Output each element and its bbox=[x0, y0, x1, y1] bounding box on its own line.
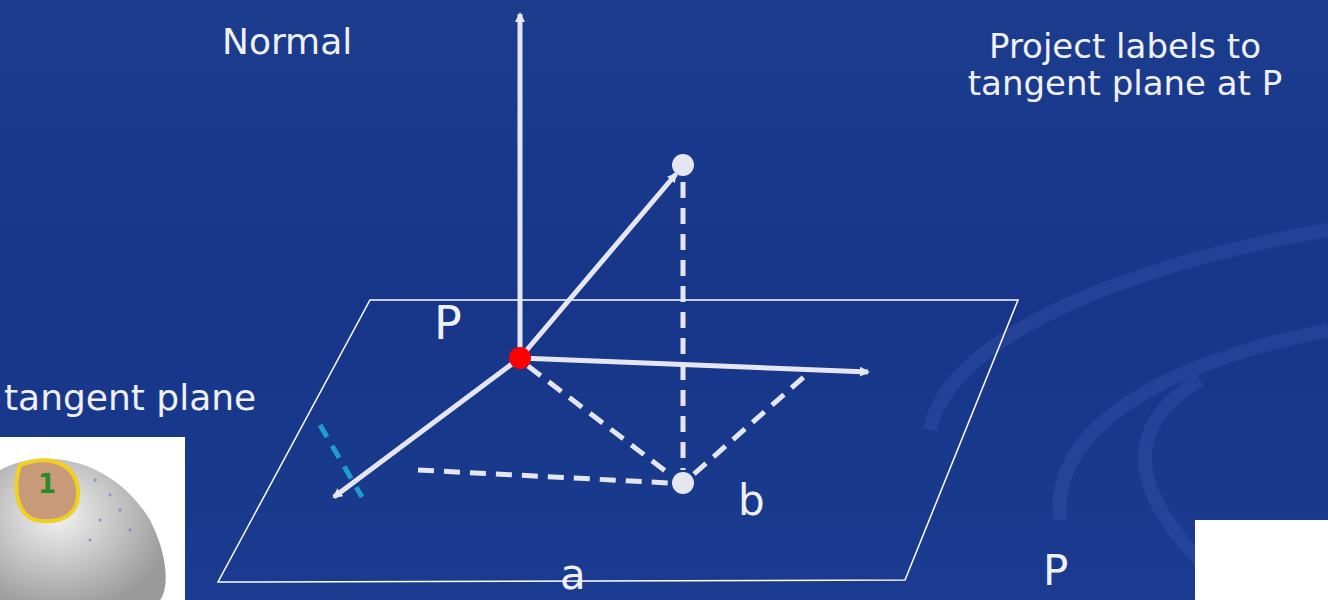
axis-label: Normal bbox=[222, 22, 352, 62]
callout-number: 1 bbox=[38, 470, 56, 499]
plane-label: tangent plane bbox=[4, 378, 256, 418]
inset-panel bbox=[1195, 520, 1328, 600]
leader-line bbox=[320, 425, 362, 497]
tangent-plane bbox=[218, 300, 1018, 582]
point-label: P bbox=[1043, 548, 1068, 594]
note-text: Project labels to tangent plane at P bbox=[940, 28, 1310, 103]
cortex-inset bbox=[0, 437, 185, 600]
point-label: P bbox=[434, 298, 462, 349]
axis-label: b bbox=[738, 478, 765, 524]
point-p bbox=[509, 347, 531, 369]
axis-label: a bbox=[560, 552, 586, 598]
